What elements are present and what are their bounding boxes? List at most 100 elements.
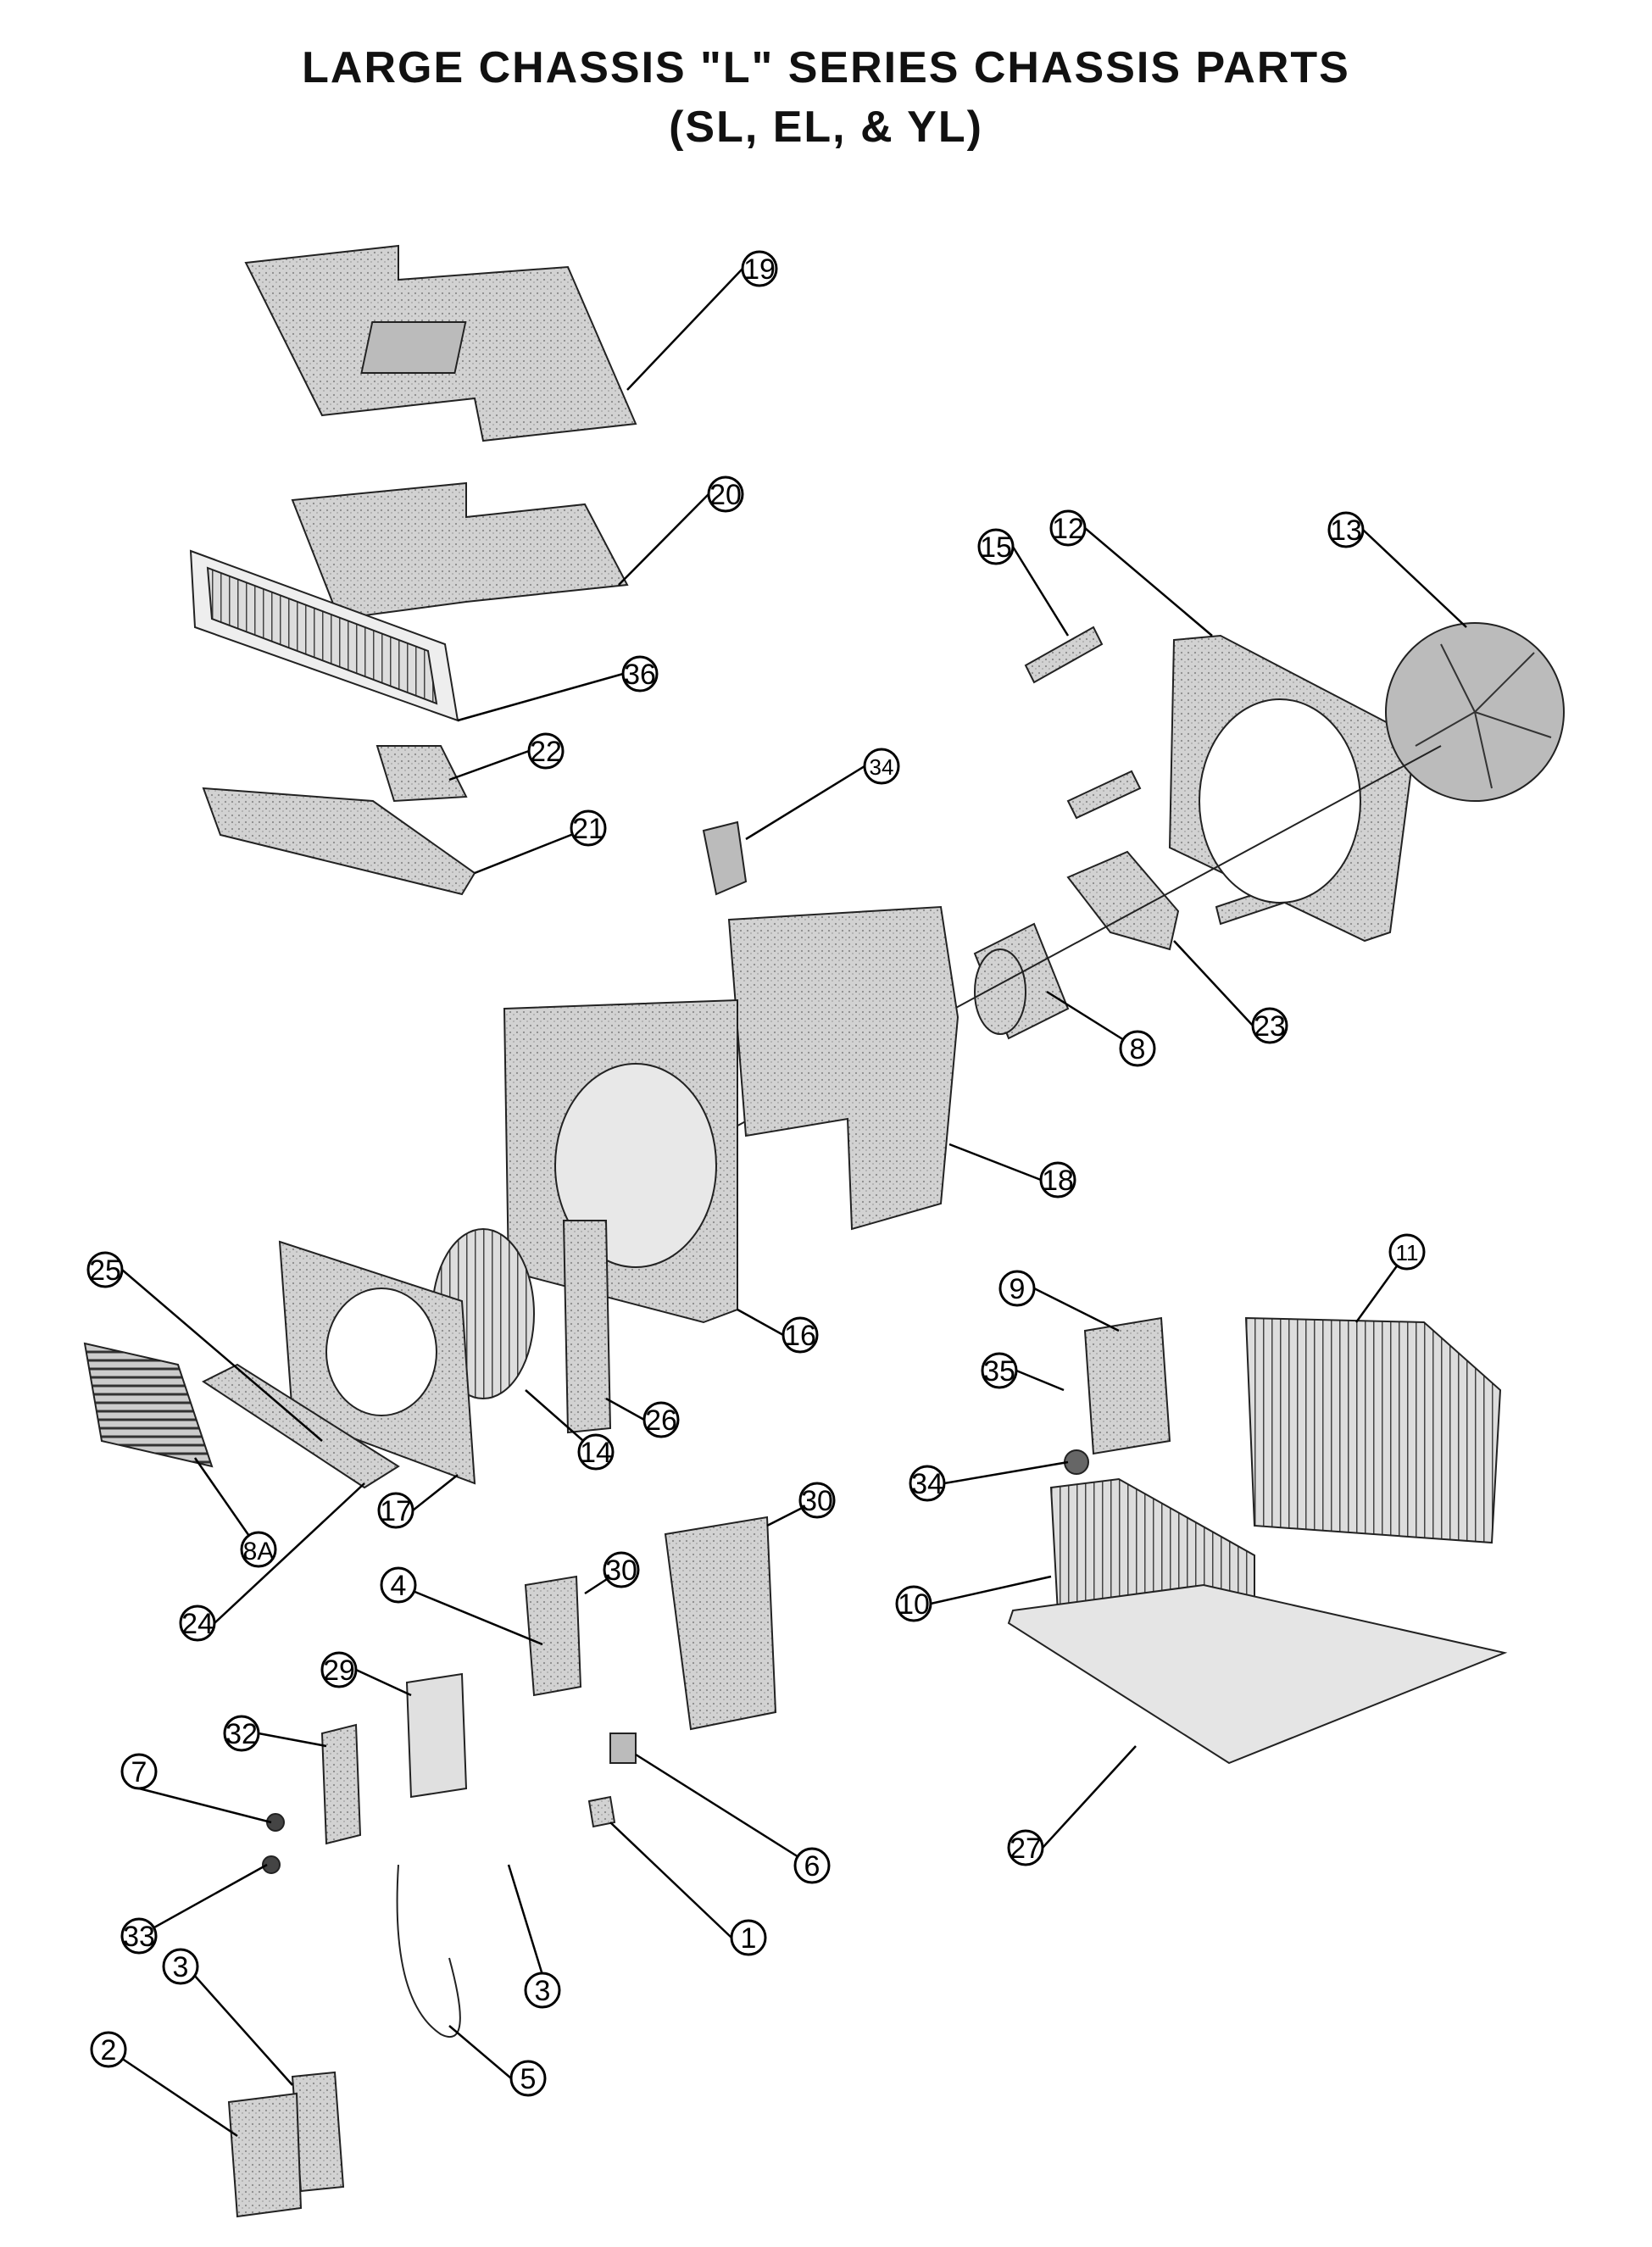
callout-21: 21 <box>572 813 604 845</box>
control-panel-strip <box>202 1363 400 1489</box>
callout-14: 14 <box>580 1437 612 1469</box>
callout-badges <box>86 250 1426 2097</box>
callout-circle-27 <box>1007 1829 1044 1866</box>
callout-27: 27 <box>1010 1833 1042 1865</box>
title-block: LARGE CHASSIS "L" SERIES CHASSIS PARTS (… <box>0 38 1652 157</box>
control-panel <box>227 2092 303 2218</box>
part-shapes <box>83 244 1565 2218</box>
callout-circle-7 <box>120 1753 158 1790</box>
callout-circle-30b <box>603 1551 640 1588</box>
callout-circle-24 <box>179 1605 216 1642</box>
callout-circle-26 <box>642 1401 680 1438</box>
callout-16: 16 <box>784 1320 816 1352</box>
callout-4: 4 <box>391 1570 407 1602</box>
callout-11: 11 <box>1396 1240 1419 1265</box>
callout-24: 24 <box>181 1608 214 1640</box>
callout-circle-9 <box>998 1270 1036 1307</box>
callout-12: 12 <box>1052 513 1084 545</box>
relay <box>609 1733 637 1764</box>
callout-circle-11 <box>1388 1233 1426 1271</box>
callout-circle-15 <box>977 528 1015 565</box>
callout-circle-21 <box>570 809 607 847</box>
scroll-inlet <box>554 1063 717 1268</box>
callout-circle-12 <box>1049 509 1087 547</box>
callout-23: 23 <box>1254 1010 1286 1043</box>
shroud-opening <box>1199 698 1361 904</box>
callout-circle-34b <box>909 1465 946 1502</box>
page-subtitle: (SL, EL, & YL) <box>669 103 983 152</box>
callout-labels: 19 20 36 22 21 15 12 13 34 8 23 18 9 11 … <box>89 253 1418 2095</box>
callout-15: 15 <box>980 531 1012 564</box>
callout-18: 18 <box>1042 1165 1074 1197</box>
small-bracket <box>702 820 748 896</box>
insulation-panel <box>291 481 629 620</box>
air-deflector <box>375 745 468 803</box>
callout-circle-19 <box>741 250 778 287</box>
callout-25: 25 <box>89 1254 121 1287</box>
switch-plate <box>320 1723 362 1845</box>
callout-2: 2 <box>101 2034 117 2066</box>
callout-5: 5 <box>520 2063 537 2095</box>
callout-circle-34a <box>863 748 900 785</box>
callout-circle-32 <box>223 1715 260 1752</box>
bulkhead-panel <box>727 905 959 1231</box>
spacer-block-middle <box>1066 770 1142 820</box>
compressor <box>1083 1316 1171 1455</box>
callout-20: 20 <box>709 479 742 511</box>
base-pan <box>1007 1583 1508 1765</box>
callout-6: 6 <box>804 1850 820 1883</box>
callout-3-right: 3 <box>535 1975 551 2007</box>
callout-circle-3a <box>162 1948 199 1985</box>
spacer-block-top <box>1024 626 1104 684</box>
callout-22: 22 <box>530 736 562 768</box>
callout-36: 36 <box>624 659 656 691</box>
callout-circle-8 <box>1119 1030 1156 1067</box>
callout-circle-4 <box>380 1566 417 1604</box>
grommet <box>1064 1449 1089 1475</box>
callout-30-upper: 30 <box>801 1485 833 1517</box>
motor-end <box>974 948 1026 1035</box>
callout-circle-14 <box>577 1433 615 1471</box>
knob-lower <box>262 1855 281 1874</box>
heater-element <box>83 1342 214 1468</box>
callout-circle-23 <box>1251 1007 1288 1044</box>
callout-33: 33 <box>123 1921 155 1953</box>
callout-circle-18 <box>1039 1161 1076 1199</box>
callout-13: 13 <box>1330 514 1362 547</box>
callout-29: 29 <box>323 1655 355 1687</box>
callout-circle-2 <box>90 2031 127 2068</box>
callout-circle-13 <box>1327 511 1365 548</box>
callout-circle-6 <box>793 1847 831 1884</box>
callout-circle-36 <box>621 655 659 692</box>
callout-26: 26 <box>645 1404 677 1437</box>
condenser-coil <box>1244 1316 1502 1544</box>
callout-32: 32 <box>225 1718 258 1750</box>
callout-8A: 8A <box>243 1538 275 1566</box>
divider-plate <box>562 1220 612 1434</box>
callout-10: 10 <box>898 1588 930 1621</box>
callout-circle-5 <box>509 2060 547 2097</box>
control-box <box>405 1672 468 1799</box>
callout-circle-29 <box>320 1651 358 1688</box>
page-title: LARGE CHASSIS "L" SERIES CHASSIS PARTS <box>302 43 1350 92</box>
callout-35: 35 <box>983 1355 1015 1388</box>
callout-19: 19 <box>743 253 776 286</box>
callout-circle-22 <box>527 732 565 770</box>
callout-9: 9 <box>1010 1273 1026 1305</box>
bottom-tray <box>202 787 476 896</box>
thermostat <box>587 1795 616 1828</box>
callout-1: 1 <box>741 1922 757 1955</box>
top-cover-window <box>360 321 467 374</box>
callout-circle-17 <box>377 1492 414 1529</box>
callout-circle-10 <box>895 1585 932 1622</box>
electrical-bracket <box>664 1516 777 1731</box>
callout-circle-25 <box>86 1251 124 1288</box>
callout-circle-16 <box>782 1316 819 1354</box>
callout-circle-3b <box>524 1972 561 2009</box>
front-grille-louvers <box>206 566 438 705</box>
motor-mount <box>1066 850 1180 951</box>
callout-circle-33 <box>120 1917 158 1955</box>
callout-circle-1 <box>730 1919 767 1956</box>
callout-34-top: 34 <box>870 754 894 780</box>
